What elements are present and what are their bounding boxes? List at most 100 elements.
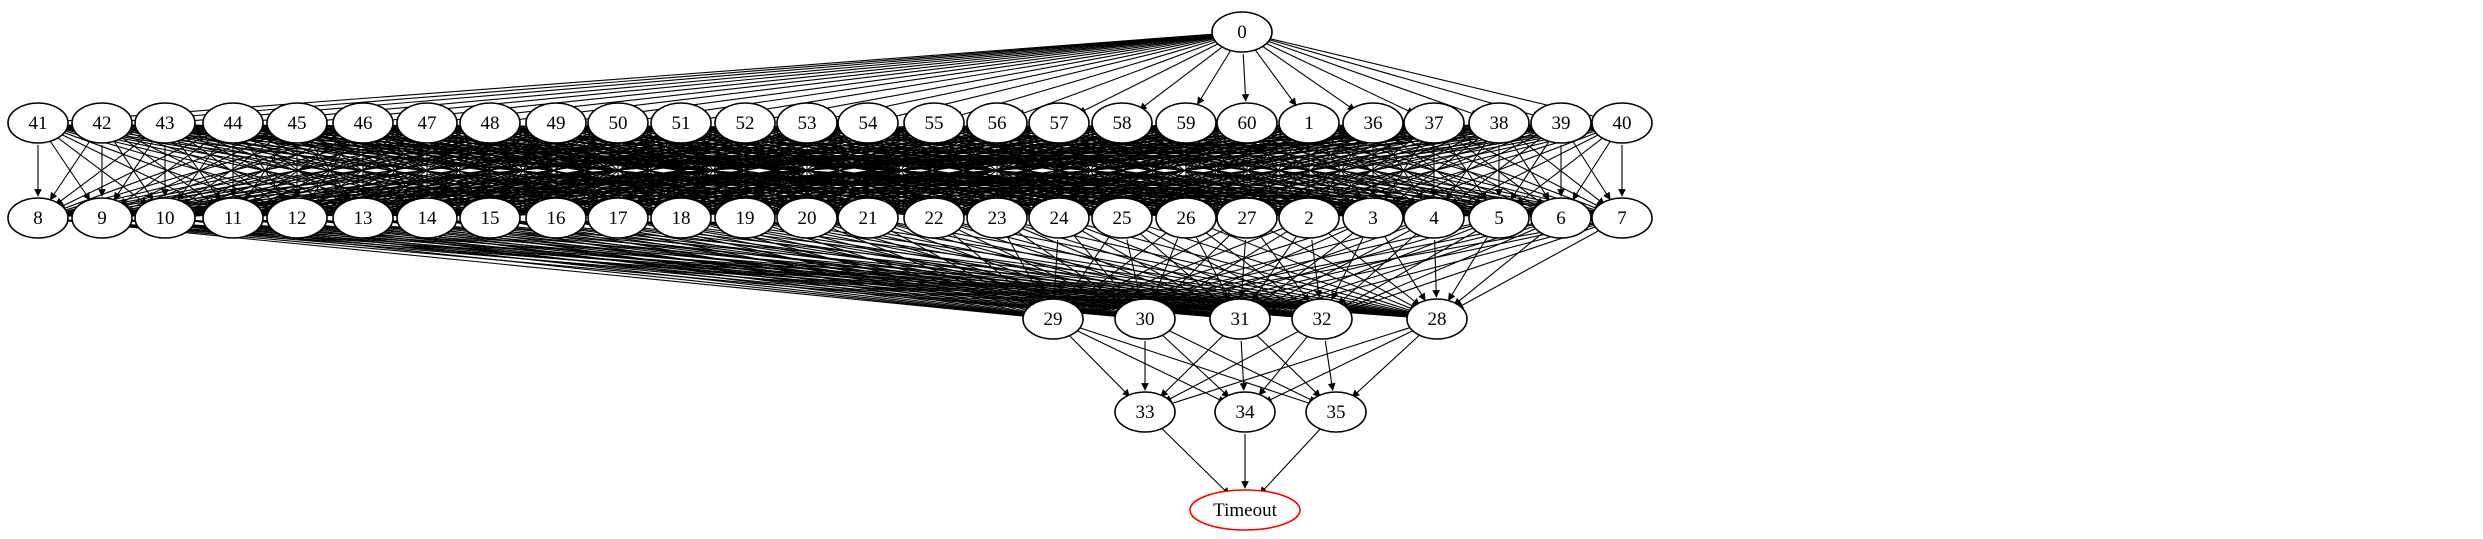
node-49: 49 <box>525 102 587 144</box>
node-29-label: 29 <box>1044 309 1063 330</box>
node-59-label: 59 <box>1177 113 1196 134</box>
edge-0-to-60 <box>1241 53 1250 102</box>
edge-2-to-30 <box>1163 229 1291 308</box>
edge-28-to-35 <box>1351 333 1422 398</box>
node-39: 39 <box>1530 102 1592 144</box>
node-44: 44 <box>202 102 264 144</box>
edge-11-to-30 <box>254 219 1124 320</box>
node-39-label: 39 <box>1552 113 1571 134</box>
edge-27-to-29 <box>1071 227 1228 310</box>
node-42-label: 42 <box>93 113 112 134</box>
node-22-label: 22 <box>925 208 944 229</box>
edge-0-to-46 <box>384 33 1221 124</box>
node-51: 51 <box>650 102 712 144</box>
edge-3-to-32 <box>1331 237 1364 301</box>
edge-11-to-29 <box>254 220 1032 320</box>
node-15-label: 15 <box>481 208 500 229</box>
edge-31-to-33 <box>1160 333 1225 398</box>
node-26: 26 <box>1155 197 1217 239</box>
node-48: 48 <box>459 102 521 144</box>
node-34: 34 <box>1214 391 1276 433</box>
edge-6-to-32 <box>1341 226 1541 312</box>
edge-18-to-29 <box>702 223 1033 316</box>
node-9: 9 <box>71 197 133 239</box>
node-38: 38 <box>1468 102 1530 144</box>
edge-2-to-28 <box>1325 231 1421 306</box>
edge-31-to-34 <box>1239 340 1248 391</box>
node-37-label: 37 <box>1425 113 1444 134</box>
node-7: 7 <box>1591 197 1653 239</box>
node-58: 58 <box>1091 102 1153 144</box>
node-23: 23 <box>966 197 1028 239</box>
edge-27-to-32 <box>1259 235 1310 302</box>
edge-3-to-30 <box>1164 226 1354 311</box>
node-30: 30 <box>1114 298 1176 340</box>
node-19-label: 19 <box>736 208 755 229</box>
edge-42-to-8 <box>49 140 91 201</box>
node-57: 57 <box>1028 102 1090 144</box>
edge-21-to-30 <box>888 225 1126 313</box>
node-11: 11 <box>202 197 264 239</box>
edge-60-to-18 <box>701 126 1226 218</box>
edge-6-to-31 <box>1260 224 1541 314</box>
node-57-label: 57 <box>1050 113 1069 134</box>
node-48-label: 48 <box>481 113 500 134</box>
node-15: 15 <box>459 197 521 239</box>
edge-52-to-10 <box>185 126 724 218</box>
edge-24-to-30 <box>1072 234 1132 303</box>
edge-40-to-6 <box>1572 141 1611 201</box>
edge-0-to-36 <box>1259 44 1356 111</box>
node-22: 22 <box>903 197 965 239</box>
edge-15-to-32 <box>511 220 1301 320</box>
node-13: 13 <box>332 197 394 239</box>
node-54: 54 <box>837 102 899 144</box>
edge-23-to-29 <box>1007 236 1043 301</box>
node-timeout: Timeout <box>1189 489 1301 531</box>
node-42: 42 <box>71 102 133 144</box>
node-3-label: 3 <box>1368 208 1378 229</box>
node-44-label: 44 <box>224 113 244 134</box>
node-4-label: 4 <box>1429 208 1439 229</box>
node-5-label: 5 <box>1494 208 1504 229</box>
node-14-label: 14 <box>418 208 438 229</box>
edge-0-to-47 <box>448 33 1221 124</box>
node-21-label: 21 <box>859 208 878 229</box>
edge-50-to-8 <box>58 126 597 218</box>
node-55-label: 55 <box>925 113 944 134</box>
edge-25-to-29 <box>1064 235 1111 302</box>
edge-20-to-29 <box>827 225 1034 312</box>
edge-24-to-29 <box>1050 239 1059 298</box>
edge-24-to-28 <box>1080 223 1417 316</box>
node-24: 24 <box>1028 197 1090 239</box>
node-2: 2 <box>1278 197 1340 239</box>
edge-58-to-16 <box>576 126 1101 218</box>
node-60: 60 <box>1216 102 1278 144</box>
edge-23-to-30 <box>1014 229 1128 308</box>
node-1-label: 1 <box>1304 113 1314 134</box>
edge-6-to-30 <box>1165 222 1540 316</box>
edge-25-to-30 <box>1126 239 1143 299</box>
node-33: 33 <box>1114 391 1176 433</box>
node-7-label: 7 <box>1617 208 1627 229</box>
edge-38-to-22 <box>954 126 1478 217</box>
node-45-label: 45 <box>288 113 307 134</box>
node-31: 31 <box>1209 298 1271 340</box>
node-root: 0 <box>1211 11 1273 53</box>
edge-0-to-57 <box>1078 41 1223 114</box>
edge-4-to-32 <box>1337 232 1419 305</box>
node-6: 6 <box>1530 197 1592 239</box>
edge-30-to-34 <box>1160 333 1230 398</box>
node-40: 40 <box>1591 102 1653 144</box>
edge-23-to-28 <box>1018 222 1417 317</box>
node-27: 27 <box>1216 197 1278 239</box>
node-33-label: 33 <box>1136 402 1155 423</box>
edge-48-to-8 <box>58 126 469 216</box>
edge-5-to-31 <box>1259 225 1479 313</box>
edge-21-to-29 <box>887 228 1035 309</box>
edge-5-to-32 <box>1340 228 1481 309</box>
edge-47-to-8 <box>58 127 406 215</box>
node-31-label: 31 <box>1231 309 1250 330</box>
node-18: 18 <box>650 197 712 239</box>
edge-0-to-59 <box>1197 50 1231 105</box>
edge-26-to-29 <box>1069 230 1169 307</box>
